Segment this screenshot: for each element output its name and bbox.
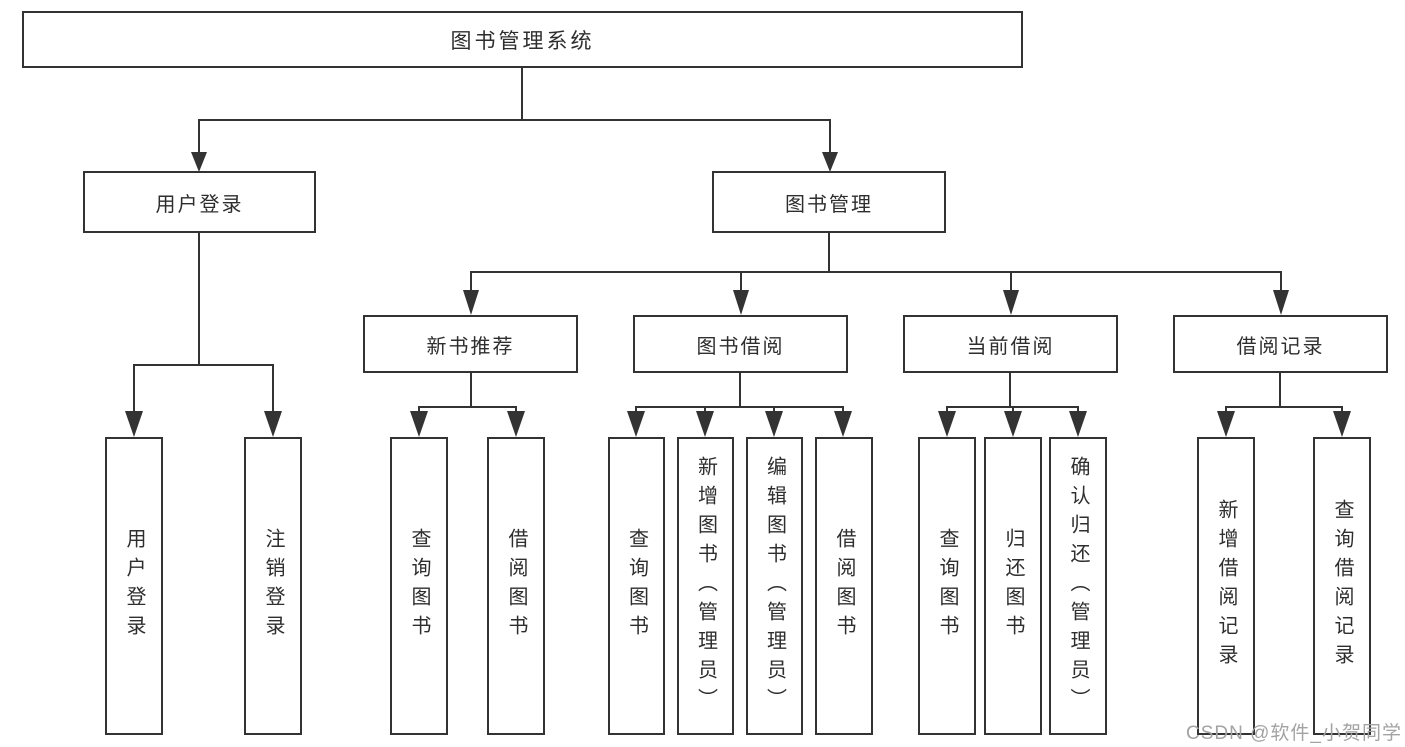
connector-stem: [704, 406, 706, 413]
node-label: 编辑图书（管理员）: [763, 455, 786, 717]
watermark-text: CSDN @软件_小贺同学: [1186, 723, 1402, 744]
connector-stem: [1012, 406, 1014, 413]
connector-book-borrow-vertical: [739, 373, 741, 406]
connector-book-borrow-horizontal: [635, 406, 844, 408]
connector-stem: [1280, 271, 1282, 292]
arrow-down-icon: [1273, 290, 1289, 315]
connector-stem: [1010, 271, 1012, 292]
arrow-down-icon: [696, 411, 714, 437]
arrow-down-icon: [191, 152, 207, 172]
node-borrowing-query-books: 查询图书: [608, 437, 665, 735]
connector-records-horizontal: [1225, 406, 1343, 408]
connector-new-rec-horizontal: [418, 406, 517, 408]
node-label: 确认归还（管理员）: [1067, 455, 1089, 717]
connector-new-rec-vertical: [470, 373, 472, 406]
node-label: 用户登录: [123, 528, 145, 644]
arrow-down-icon: [1333, 411, 1351, 437]
node-recommend-borrow-books: 借阅图书: [487, 437, 545, 735]
node-label: 查询图书: [936, 528, 958, 644]
node-borrowing-edit-books-admin: 编辑图书（管理员）: [746, 437, 803, 735]
arrow-down-icon: [410, 411, 428, 437]
node-label: 新增图书（管理员）: [694, 455, 717, 717]
node-current-query-books: 查询图书: [918, 437, 976, 735]
arrow-down-icon: [1217, 411, 1235, 437]
node-records-add-record: 新增借阅记录: [1197, 437, 1255, 735]
arrow-down-icon: [938, 411, 956, 437]
node-user-login-leaf: 用户登录: [105, 437, 163, 735]
connector-stem: [740, 271, 742, 292]
node-logout-leaf: 注销登录: [244, 437, 302, 735]
node-records-query-record: 查询借阅记录: [1313, 437, 1371, 735]
connector-records-vertical: [1279, 373, 1281, 406]
connector-level2-horizontal: [198, 119, 831, 121]
arrow-down-icon: [1069, 411, 1087, 437]
node-label: 注销登录: [262, 528, 284, 644]
node-label: 借阅图书: [833, 528, 855, 644]
connector-stem: [1225, 406, 1227, 413]
node-library-system: 图书管理系统: [22, 11, 1023, 68]
node-book-borrowing: 图书借阅: [633, 315, 848, 373]
node-recommend-query-books: 查询图书: [390, 437, 448, 735]
connector-stem: [1077, 406, 1079, 413]
connector-book-mgmt-stem: [829, 119, 831, 154]
node-user-login: 用户登录: [83, 171, 316, 233]
connector-root-vertical: [521, 68, 523, 121]
node-label: 查询借阅记录: [1331, 499, 1353, 673]
connector-cur-borrow-vertical: [1009, 373, 1011, 406]
connector-level3-horizontal: [470, 271, 1282, 273]
node-current-return-books: 归还图书: [984, 437, 1042, 735]
connector-stem: [418, 406, 420, 413]
connector-stem: [515, 406, 517, 413]
connector-user-login-horizontal: [133, 364, 274, 366]
connector-stem: [272, 364, 274, 413]
node-label: 查询图书: [625, 528, 648, 644]
node-borrow-records: 借阅记录: [1173, 315, 1388, 373]
connector-stem: [470, 271, 472, 292]
arrow-down-icon: [627, 411, 645, 437]
arrow-down-icon: [507, 411, 525, 437]
arrow-down-icon: [125, 411, 143, 437]
node-current-confirm-return-admin: 确认归还（管理员）: [1049, 437, 1107, 735]
connector-book-mgmt-vertical: [828, 233, 830, 273]
connector-stem: [842, 406, 844, 413]
arrow-down-icon: [264, 411, 282, 437]
node-label: 新增借阅记录: [1215, 499, 1237, 673]
arrow-down-icon: [834, 411, 852, 437]
node-new-book-recommend: 新书推荐: [363, 315, 578, 373]
connector-stem: [946, 406, 948, 413]
arrow-down-icon: [733, 290, 749, 315]
node-borrowing-add-books-admin: 新增图书（管理员）: [677, 437, 734, 735]
node-borrowing-borrow-books: 借阅图书: [815, 437, 873, 735]
node-book-management: 图书管理: [712, 171, 946, 233]
arrow-down-icon: [1003, 290, 1019, 315]
node-label: 查询图书: [408, 528, 430, 644]
node-current-borrowing: 当前借阅: [903, 315, 1118, 373]
arrow-down-icon: [765, 411, 783, 437]
node-label: 归还图书: [1002, 528, 1024, 644]
connector-user-login-vertical: [198, 233, 200, 366]
connector-stem: [773, 406, 775, 413]
connector-stem: [133, 364, 135, 413]
node-label: 借阅图书: [505, 528, 527, 644]
arrow-down-icon: [822, 152, 838, 172]
arrow-down-icon: [1004, 411, 1022, 437]
connector-stem: [635, 406, 637, 413]
arrow-down-icon: [463, 290, 479, 315]
connector-stem: [1341, 406, 1343, 413]
connector-user-login-stem: [198, 119, 200, 154]
